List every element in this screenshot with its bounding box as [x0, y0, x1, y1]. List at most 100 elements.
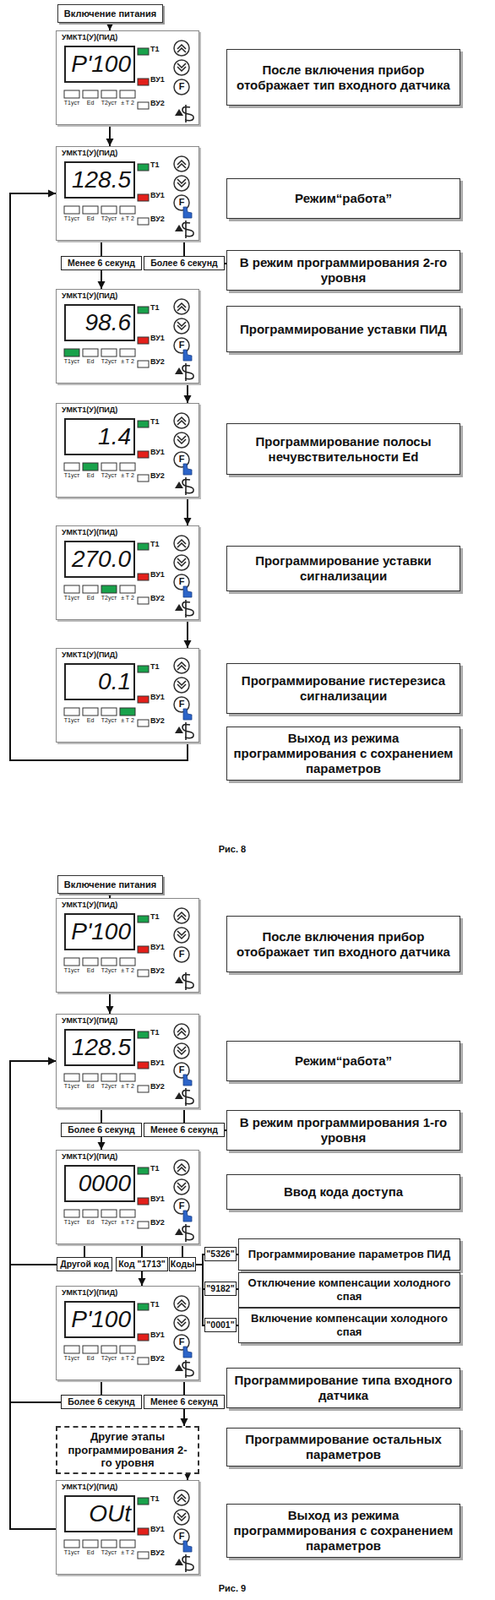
mode-indicator — [101, 957, 117, 966]
panel-label: Ed — [79, 1549, 102, 1556]
logo — [174, 367, 184, 375]
box-text: Программирование гистерезиса сигнализаци… — [232, 673, 455, 704]
panel-label: Ed — [79, 215, 102, 223]
down-chevron — [177, 321, 186, 330]
panel-label: ± T 2 — [116, 1218, 139, 1226]
panel-label: T2уст — [97, 99, 120, 107]
panel-label: ВУ2 — [150, 358, 173, 367]
panel-label: T1 — [150, 540, 171, 550]
button — [174, 175, 190, 191]
mode-indicator — [101, 707, 117, 716]
button — [174, 413, 190, 429]
mode-indicator — [101, 1345, 117, 1354]
mode-indicator — [119, 1539, 136, 1548]
up-chevron — [177, 303, 186, 311]
panel-label: T1уст — [60, 967, 83, 974]
edge-label: Код "1713" — [115, 1256, 169, 1272]
mode-indicator — [64, 707, 80, 716]
logo — [182, 722, 194, 740]
mode-indicator — [119, 206, 136, 214]
down-chevron — [177, 1318, 186, 1327]
panel-label: T1 — [150, 418, 171, 427]
controller-panel: УМКТ1(У)(ПИД)128.5T1ВУ1FT1устEdT2уст± T … — [55, 1013, 200, 1109]
arrow-head — [184, 640, 192, 648]
panel-label: ± T 2 — [116, 1354, 139, 1362]
indicator-vu1 — [137, 78, 149, 86]
mode-indicator — [82, 957, 98, 966]
up-chevron — [177, 539, 186, 548]
panel-label: ± T 2 — [116, 1082, 139, 1090]
button — [174, 1023, 190, 1039]
panel-label: Ed — [79, 99, 102, 107]
model-name: УМКТ1(У)(ПИД) — [61, 1289, 164, 1298]
description-box: Программирование параметров ПИД — [238, 1238, 461, 1271]
description-box: В режим программирования 1-го уровня — [226, 1109, 461, 1151]
pointer-hand — [183, 206, 192, 218]
button — [174, 677, 190, 693]
arrow-head — [48, 1057, 56, 1066]
arrow-head — [180, 1418, 189, 1426]
model-name: УМКТ1(У)(ПИД) — [61, 901, 164, 910]
indicator-vu2 — [137, 1357, 149, 1365]
display-window: P'100 — [64, 45, 136, 83]
indicator-vu2 — [137, 360, 149, 368]
logo — [174, 1092, 184, 1099]
down-chevron — [177, 63, 186, 71]
pointer-hand — [183, 708, 192, 720]
panel-label: T1 — [150, 1300, 171, 1310]
dashed-box: Другие этапы программирования 2-го уровн… — [55, 1425, 200, 1475]
logo — [174, 108, 184, 116]
logo — [182, 104, 194, 123]
box-text: После включения прибор отображает тип вх… — [232, 929, 455, 960]
model-name: УМКТ1(У)(ПИД) — [61, 1483, 164, 1492]
mode-indicator — [64, 206, 80, 214]
button — [174, 1159, 190, 1175]
panel-label: Ed — [79, 1354, 102, 1362]
logo — [174, 481, 184, 489]
arrow-head — [138, 1278, 147, 1286]
description-box: Программирование уставки ПИД — [226, 305, 461, 353]
panel-label: T2уст — [97, 594, 120, 602]
panel-label: ВУ1 — [150, 571, 173, 580]
panel-label: F — [175, 576, 188, 587]
panel-label: T1уст — [60, 472, 83, 479]
model-name: УМКТ1(У)(ПИД) — [61, 149, 164, 158]
description-box: Программирование типа входного датчика — [226, 1367, 461, 1409]
panel-label: ВУ2 — [150, 1082, 173, 1092]
panel-label: T2уст — [97, 1218, 120, 1226]
logo — [182, 477, 194, 495]
box-text: Отключение компенсации холодного спая — [244, 1276, 455, 1303]
indicator-vu1 — [137, 451, 149, 458]
panel-label: T1 — [150, 1164, 171, 1174]
edge-label: Более 6 секунд — [60, 1394, 142, 1409]
edge-label: Менее 6 секунд — [143, 1122, 225, 1137]
down-chevron — [177, 930, 186, 939]
down-chevron — [177, 435, 186, 444]
logo — [174, 726, 184, 734]
mode-indicator — [64, 957, 80, 966]
arrow-head — [184, 517, 192, 526]
indicator-vu1 — [137, 337, 149, 344]
panel-label: T2уст — [97, 967, 120, 974]
controller-panel: УМКТ1(У)(ПИД)OUtT1ВУ1FT1устEdT2уст± T 2В… — [55, 1479, 200, 1575]
logo — [174, 224, 184, 232]
logo — [182, 220, 194, 239]
panel-label: T2уст — [97, 215, 120, 223]
pointer-hand — [183, 1346, 192, 1358]
up-chevron — [177, 1028, 186, 1036]
box-text: Программирование параметров ПИД — [248, 1247, 451, 1262]
edge-label: "5326" — [204, 1246, 237, 1262]
description-box: Отключение компенсации холодного спая — [238, 1272, 461, 1308]
button — [174, 1315, 190, 1331]
panel-label: ± T 2 — [116, 717, 139, 724]
logo — [174, 976, 184, 984]
controller-panel: УМКТ1(У)(ПИД)0.1T1ВУ1FT1устEdT2уст± T 2В… — [55, 647, 200, 743]
logo — [182, 972, 194, 990]
display-readout: P'100 — [65, 1302, 134, 1337]
display-window: P'100 — [64, 1300, 136, 1339]
down-chevron — [177, 680, 186, 689]
panel-label: F — [175, 339, 188, 350]
logo — [174, 1558, 184, 1566]
mode-indicator — [119, 1345, 136, 1354]
